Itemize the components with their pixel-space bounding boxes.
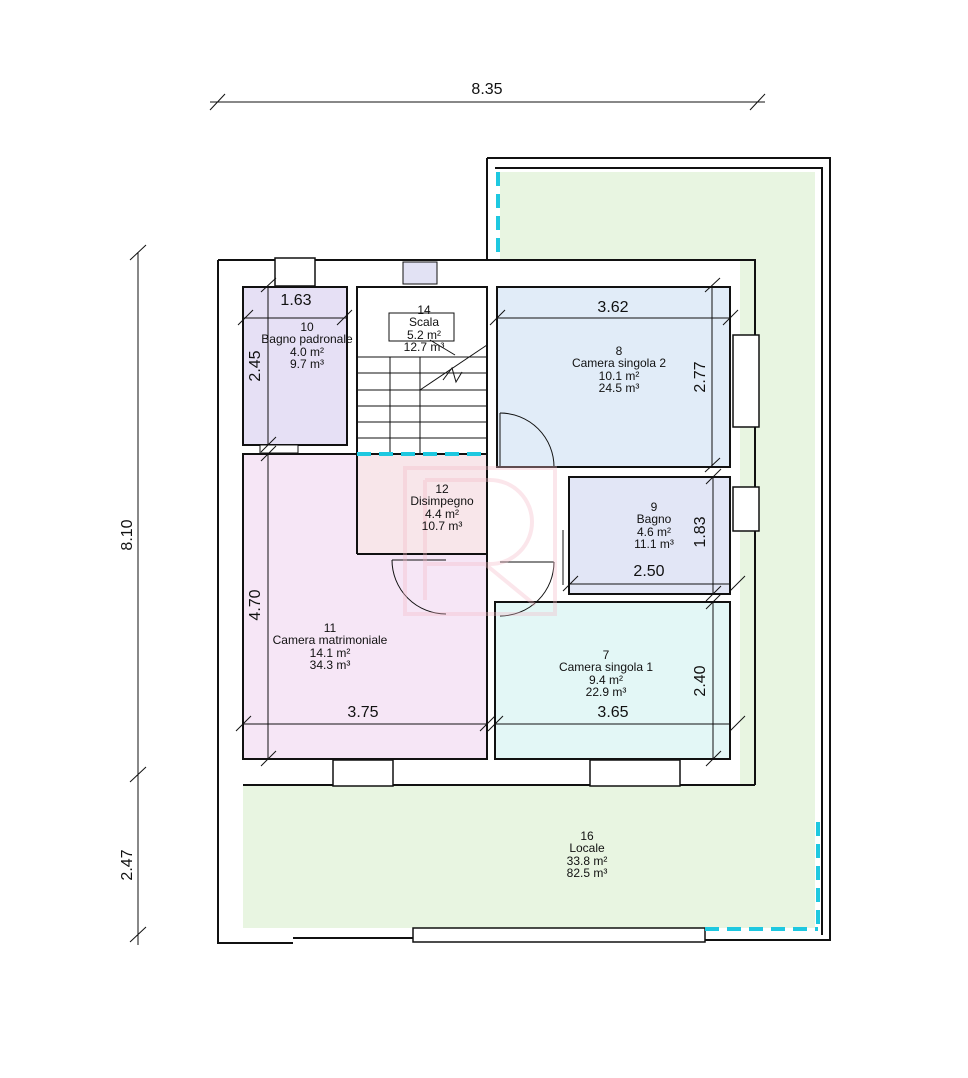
dim-camera-matrimoniale-width: 3.75 xyxy=(347,704,378,721)
room-label-camera-singola-2: 8 Camera singola 2 10.1 m² 24.5 m³ xyxy=(572,344,666,395)
room-label-locale: 16 Locale 33.8 m² 82.5 m³ xyxy=(567,829,608,880)
door-swings xyxy=(391,412,564,617)
room-label-camera-matrimoniale: 11 Camera matrimoniale 14.1 m² 34.3 m³ xyxy=(273,621,388,672)
svg-text:14.1 m²: 14.1 m² xyxy=(310,646,351,660)
wall-camera-singola-2 xyxy=(496,286,731,468)
svg-text:7: 7 xyxy=(603,648,610,662)
svg-text:8: 8 xyxy=(616,344,623,358)
svg-text:Camera singola 2: Camera singola 2 xyxy=(572,356,666,370)
dim-overall-width: 8.35 xyxy=(471,81,502,98)
stair-treads xyxy=(357,312,488,454)
window-top-scala xyxy=(402,261,438,285)
room-fill-camera-singola-2 xyxy=(497,287,730,467)
house-outer-wall xyxy=(217,259,756,944)
room-label-disimpegno: 12 Disimpegno 4.4 m² 10.7 m³ xyxy=(410,482,474,533)
wall-bagno xyxy=(568,476,731,595)
svg-text:10.1 m²: 10.1 m² xyxy=(599,369,640,383)
svg-text:Scala: Scala xyxy=(409,315,439,329)
dim-terrace-depth: 2.47 xyxy=(119,849,136,880)
svg-text:11.1 m³: 11.1 m³ xyxy=(634,537,674,551)
svg-text:Bagno: Bagno xyxy=(637,512,672,526)
svg-text:9.7 m³: 9.7 m³ xyxy=(290,357,324,371)
svg-text:14: 14 xyxy=(417,303,431,317)
door-bagno-padronale xyxy=(259,444,299,454)
room-label-scala: 14 Scala 5.2 m² 12.7 m³ xyxy=(404,303,445,354)
svg-text:9: 9 xyxy=(651,500,658,514)
room-fill-camera-singola-1 xyxy=(495,602,730,759)
dim-camera-matrimoniale-height: 4.70 xyxy=(247,589,264,620)
svg-text:5.2 m²: 5.2 m² xyxy=(407,328,441,342)
room-fill-bagno-padronale xyxy=(243,287,347,445)
wall-camera-singola-1 xyxy=(494,601,731,760)
svg-text:4.0 m²: 4.0 m² xyxy=(290,345,324,359)
window-right-camera-2 xyxy=(732,334,760,428)
dim-camera-singola-1-width: 3.65 xyxy=(597,704,628,721)
svg-text:10: 10 xyxy=(300,320,314,334)
svg-text:82.5 m³: 82.5 m³ xyxy=(567,866,608,880)
svg-text:12.7 m³: 12.7 m³ xyxy=(404,340,445,354)
svg-text:4.6 m²: 4.6 m² xyxy=(637,525,671,539)
svg-text:12: 12 xyxy=(435,482,449,496)
room-fill-bagno xyxy=(569,477,730,594)
dim-camera-singola-2-width: 3.62 xyxy=(597,299,628,316)
dim-bagno-padronale-height: 2.45 xyxy=(247,350,264,381)
window-right-bagno xyxy=(732,486,760,532)
dim-overall-height: 8.10 xyxy=(119,519,136,550)
room-label-camera-singola-1: 7 Camera singola 1 9.4 m² 22.9 m³ xyxy=(559,648,653,699)
svg-text:Bagno padronale: Bagno padronale xyxy=(261,332,353,346)
svg-text:22.9 m³: 22.9 m³ xyxy=(586,685,627,699)
terrace-area xyxy=(243,172,815,928)
svg-text:34.3 m³: 34.3 m³ xyxy=(310,658,351,672)
svg-text:33.8 m²: 33.8 m² xyxy=(567,854,608,868)
svg-text:16: 16 xyxy=(580,829,594,843)
watermark-logo xyxy=(403,466,557,616)
svg-text:10.7 m³: 10.7 m³ xyxy=(422,519,463,533)
svg-text:Camera singola 1: Camera singola 1 xyxy=(559,660,653,674)
dim-bagno-height: 1.83 xyxy=(692,516,709,547)
room-fill-disimpegno xyxy=(357,454,487,554)
window-bottom-singola-1 xyxy=(589,759,681,787)
room-label-bagno: 9 Bagno 4.6 m² 11.1 m³ xyxy=(634,500,674,551)
terrace-door-frame xyxy=(412,927,706,943)
svg-text:4.4 m²: 4.4 m² xyxy=(425,507,459,521)
dim-bagno-width: 2.50 xyxy=(633,563,664,580)
svg-text:Locale: Locale xyxy=(569,841,605,855)
dim-camera-singola-1-height: 2.40 xyxy=(692,665,709,696)
terrace-wall xyxy=(486,157,831,941)
svg-text:9.4 m²: 9.4 m² xyxy=(589,673,623,687)
window-bottom-matrimoniale xyxy=(332,759,394,787)
dim-camera-singola-2-height: 2.77 xyxy=(692,361,709,392)
window-top-left xyxy=(274,257,316,287)
dimension-lines xyxy=(129,93,766,945)
room-label-bagno-padronale: 10 Bagno padronale 4.0 m² 9.7 m³ xyxy=(261,320,353,371)
svg-text:Disimpegno: Disimpegno xyxy=(410,494,474,508)
svg-text:11: 11 xyxy=(324,621,337,635)
svg-text:24.5 m³: 24.5 m³ xyxy=(599,381,640,395)
svg-text:Camera matrimoniale: Camera matrimoniale xyxy=(273,633,388,647)
dim-bagno-padronale-width: 1.63 xyxy=(280,292,311,309)
